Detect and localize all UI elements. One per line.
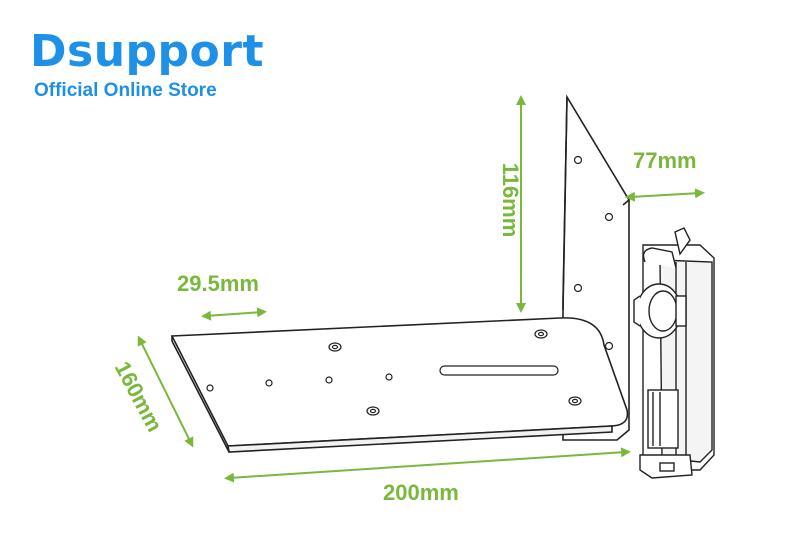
brand-name: Dsupport	[30, 26, 264, 77]
base-plate-holes	[206, 329, 582, 416]
base-plate	[170, 317, 629, 453]
length-label: 200mm	[383, 480, 459, 505]
brand-subtitle: Official Online Store	[34, 80, 217, 101]
width-arrow	[137, 335, 194, 448]
height-label: 116mm	[498, 163, 523, 238]
clamp-mechanism	[633, 227, 715, 479]
width-label: 160mm	[110, 357, 168, 436]
hole-offset-arrow	[201, 307, 267, 321]
vertical-plate-holes	[573, 155, 614, 351]
brand-logo: Dsupport Official Online Store	[30, 28, 264, 102]
clamp-depth-label: 77mm	[633, 148, 697, 173]
clamp-depth-arrow	[625, 188, 705, 202]
dimension-arrows	[137, 95, 705, 483]
hole-offset-label: 29.5mm	[177, 271, 259, 296]
length-arrow	[224, 447, 631, 483]
